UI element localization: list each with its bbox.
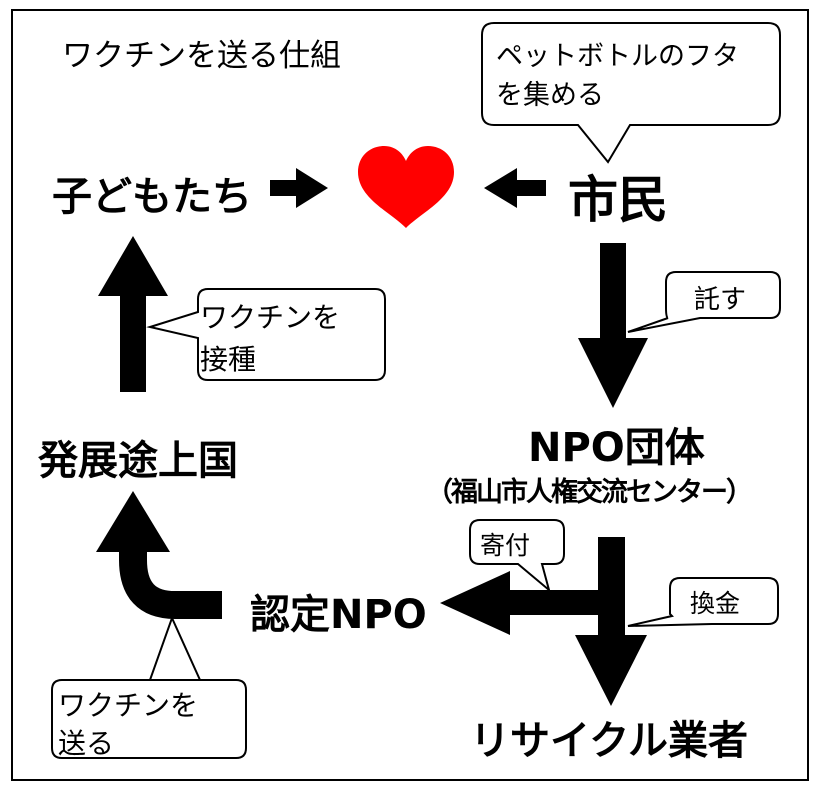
arrow-citizens-to-npo	[578, 243, 648, 408]
callout-vaccinate	[146, 288, 386, 381]
donate-label: 寄付	[480, 531, 531, 560]
collect-caps-line2: を集める	[496, 80, 604, 111]
callout-send-vaccine	[51, 615, 247, 759]
vaccinate-line1: ワクチンを	[200, 301, 341, 334]
arrow-head-to-developing	[96, 491, 170, 552]
diagram-title: ワクチンを送る仕組	[62, 38, 341, 74]
node-children: 子どもたち	[52, 174, 252, 220]
node-certified-npo: 認定NPO	[250, 592, 427, 638]
arrow-npo-to-recycler	[575, 537, 647, 706]
convert-label: 換金	[690, 589, 741, 618]
send-vaccine-line2: 送る	[58, 727, 115, 760]
arrow-children-to-heart	[270, 168, 328, 208]
send-vaccine-line1: ワクチンを	[58, 689, 199, 722]
callout-entrust	[627, 271, 781, 333]
vaccinate-line2: 接種	[200, 343, 257, 376]
collect-caps-line1: ペットボトルのフタ	[496, 41, 739, 72]
entrust-label: 託す	[694, 285, 747, 315]
node-npo: NPO団体	[528, 425, 705, 471]
arrow-developing-to-children	[98, 236, 168, 392]
node-recycler: リサイクル業者	[470, 718, 748, 764]
heart-icon	[358, 146, 454, 228]
arrow-to-certified-npo	[440, 571, 611, 635]
node-npo-detail: （福山市人権交流センター）	[426, 477, 753, 508]
callout-collect-caps	[481, 22, 781, 164]
arrow-citizens-to-heart	[484, 168, 546, 208]
diagram-border	[11, 9, 809, 781]
callout-convert	[627, 577, 779, 627]
node-developing: 発展途上国	[38, 438, 238, 484]
arrow-certified-npo-to-developing	[119, 548, 222, 619]
node-citizens: 市民	[568, 171, 668, 229]
callout-donate	[469, 519, 565, 593]
